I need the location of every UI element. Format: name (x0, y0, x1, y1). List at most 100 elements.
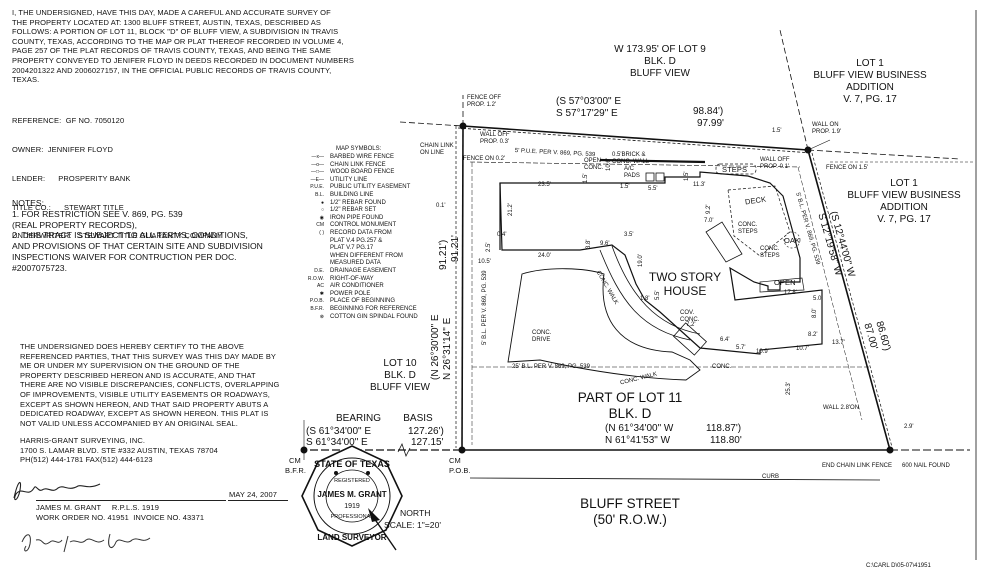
house-line: HOUSE (663, 284, 707, 298)
note-line: CONC. (584, 165, 604, 172)
legend-label: WHEN DIFFERENT FROM (330, 252, 403, 259)
note-line: CONC. WALL (612, 159, 650, 166)
part-of-lot-line: PART OF LOT 11 (577, 390, 683, 405)
wall-off-note: WALL OFF PROP. 0.3' (480, 132, 510, 147)
dimension-label: 3.8' (586, 239, 592, 250)
legend-label: CONTROL MONUMENT (330, 222, 397, 229)
lot-1-line: BLUFF VIEW BUSINESS (847, 190, 961, 201)
note-line: COV. (680, 310, 695, 316)
dimension-label: 1.5' (620, 184, 630, 190)
open-label: OPEN (774, 278, 796, 287)
conc-steps-label: CONC. STEPS (738, 222, 758, 237)
legend-row: B.L.BUILDING LINE (298, 192, 438, 200)
covered-concrete (673, 322, 707, 356)
note-line: WALL ON (812, 122, 839, 128)
legend-symbol: R.O.W. (307, 275, 324, 282)
legend-row: —o—CHAIN LINK FENCE (298, 162, 438, 170)
lot-1-side-label: LOT 1 BLUFF VIEW BUSINESS ADDITION V. 7,… (834, 178, 974, 226)
legend-symbol: —x— (311, 154, 325, 161)
wall-off-right-note: WALL OFF PROP. 0.1' (760, 157, 790, 172)
note-line: PROP. 1.2' (467, 102, 497, 109)
underwriter-line: UNDERWRITER: STEWART TITLE GUARANTY COMP… (12, 231, 223, 241)
legend-label: WOOD BOARD FENCE (330, 169, 395, 176)
note-line: DRIVE (532, 337, 551, 344)
open-conc-note: OPEN CONC. (584, 158, 603, 173)
certify-line: THE UNDERSIGNED DOES HEREBY CERTIFY TO T… (20, 342, 245, 351)
seal-name-text: JAMES M. GRANT (317, 490, 386, 499)
note-line: CONC. (760, 246, 780, 252)
part-of-lot-11-label: PART OF LOT 11 BLK. D (560, 390, 700, 422)
file-reference: C:\CARL D\05-07\41951 (866, 563, 931, 569)
nail-found-note: 600 NAIL FOUND (902, 463, 950, 469)
lot-1-line: BLUFF VIEW BUSINESS (813, 70, 927, 81)
legend-label: BEGINNING FOR REFERENCE (330, 305, 417, 312)
note-line: STEPS (760, 253, 780, 260)
steps-label: STEPS (722, 165, 748, 174)
description-line: 2004201322 AND 2006027157, IN THE OFFICI… (12, 65, 332, 75)
dimension-label: 8.2' (808, 332, 818, 338)
legend-symbol: —E— (310, 176, 324, 183)
lot-1-line: LOT 1 (856, 58, 884, 69)
certify-line: PROPERTY DESCRIBED HEREON AND IS ACCURAT… (20, 370, 256, 380)
conc-walk-line (611, 245, 701, 335)
house-footprint (499, 171, 823, 355)
part-of-lot-line: BLK. D (608, 406, 652, 421)
brick-wall-note: 0.5'BRICK & CONC. WALL (612, 152, 649, 167)
ac-pad (645, 172, 655, 182)
dimension-label: 9.2' (706, 204, 712, 215)
legend-symbol: P.O.B. (309, 298, 324, 305)
legend-row: ⊗COTTON GIN SPINDAL FOUND (298, 313, 438, 321)
note-line: PROP. 0.1' (760, 164, 790, 171)
south-bearing-measured: N 61°41'53" W (605, 435, 671, 446)
seal-surveyor-text: LAND SURVEYOR (317, 533, 386, 542)
lot-9-subdivision: BLUFF VIEW (629, 68, 690, 79)
note-line: #2007075723. (12, 262, 67, 273)
note-line: ON LINE (420, 150, 445, 157)
note-line: FENCE OFF (467, 95, 501, 101)
pue-line (469, 161, 801, 168)
legend-label: BUILDING LINE (330, 192, 374, 199)
east-fence (811, 152, 893, 448)
note-line: WALL OFF (760, 157, 790, 163)
legend-label: IRON PIPE FOUND (330, 214, 384, 221)
legend-label: AIR CONDITIONER (330, 283, 384, 290)
cov-conc-label: COV. CONC. (680, 310, 699, 325)
legend-symbol: ◉ (319, 214, 324, 221)
description-line: THE PROPERTY LOCATED AT: 1300 BLUFF STRE… (12, 17, 321, 27)
survey-description: I, THE UNDERSIGNED, HAVE THIS DAY, MADE … (12, 8, 432, 85)
dimension-label: 7.0' (704, 218, 714, 224)
wall-on-leader (807, 139, 831, 151)
south-distance-record: 118.87') (706, 423, 742, 434)
legend-row: ( )RECORD DATA FROM (298, 230, 438, 238)
work-order: WORK ORDER NO. 41951 INVOICE NO. 43371 (36, 513, 205, 522)
lot-1-line (779, 29, 809, 151)
company-name: HARRIS-GRANT SURVEYING, INC. (20, 436, 146, 445)
north-distance-measured: 97.99' (697, 118, 724, 129)
company-address: 1700 S. LAMAR BLVD. STE #332 AUSTIN, TEX… (20, 445, 218, 455)
dimension-label: 21.2' (508, 203, 514, 216)
dimension-label: 1.5' (772, 128, 782, 134)
reference-block: REFERENCE: GF NO. 7050120 OWNER: JENNIFE… (12, 97, 312, 251)
dimension-label: 10.5' (478, 259, 491, 265)
dimension-label: 2.5' (486, 242, 492, 253)
legend-row: P.U.E.PUBLIC UTILITY EASEMENT (298, 184, 438, 192)
west-distance-measured: 91.21' (450, 235, 461, 262)
legend-label: PLAT V.4 PG.257 & (330, 237, 383, 244)
note-line: (REAL PROPERTY RECORDS), (12, 219, 137, 230)
legend-row: ●1/2" REBAR FOUND (298, 200, 438, 208)
dimension-label: 1.5' (684, 171, 690, 182)
note-line: PROP. 1.9' (812, 129, 842, 136)
conc-drive-label: CONC. DRIVE (532, 330, 551, 345)
certification-block: THE UNDERSIGNED DOES HEREBY CERTIFY TO T… (20, 342, 320, 428)
conc-label: CONC. (712, 364, 732, 370)
note-line: 2. THIS TRACT IS SUBJECT TO ALL TERMS, C… (12, 230, 248, 241)
north-line-extension (399, 121, 464, 127)
dimension-label: 5.7' (736, 345, 746, 351)
surveyor-signature (13, 481, 101, 501)
lot-9-line: W 173.95' OF LOT 9 (614, 44, 706, 55)
dimension-label: 17.8' (784, 290, 797, 296)
dimension-label: 11.3' (693, 182, 706, 188)
map-symbols-legend: MAP SYMBOLS: —x—BARBED WIRE FENCE—o—CHAI… (298, 146, 438, 321)
lot-10-line: BLUFF VIEW (369, 382, 430, 393)
